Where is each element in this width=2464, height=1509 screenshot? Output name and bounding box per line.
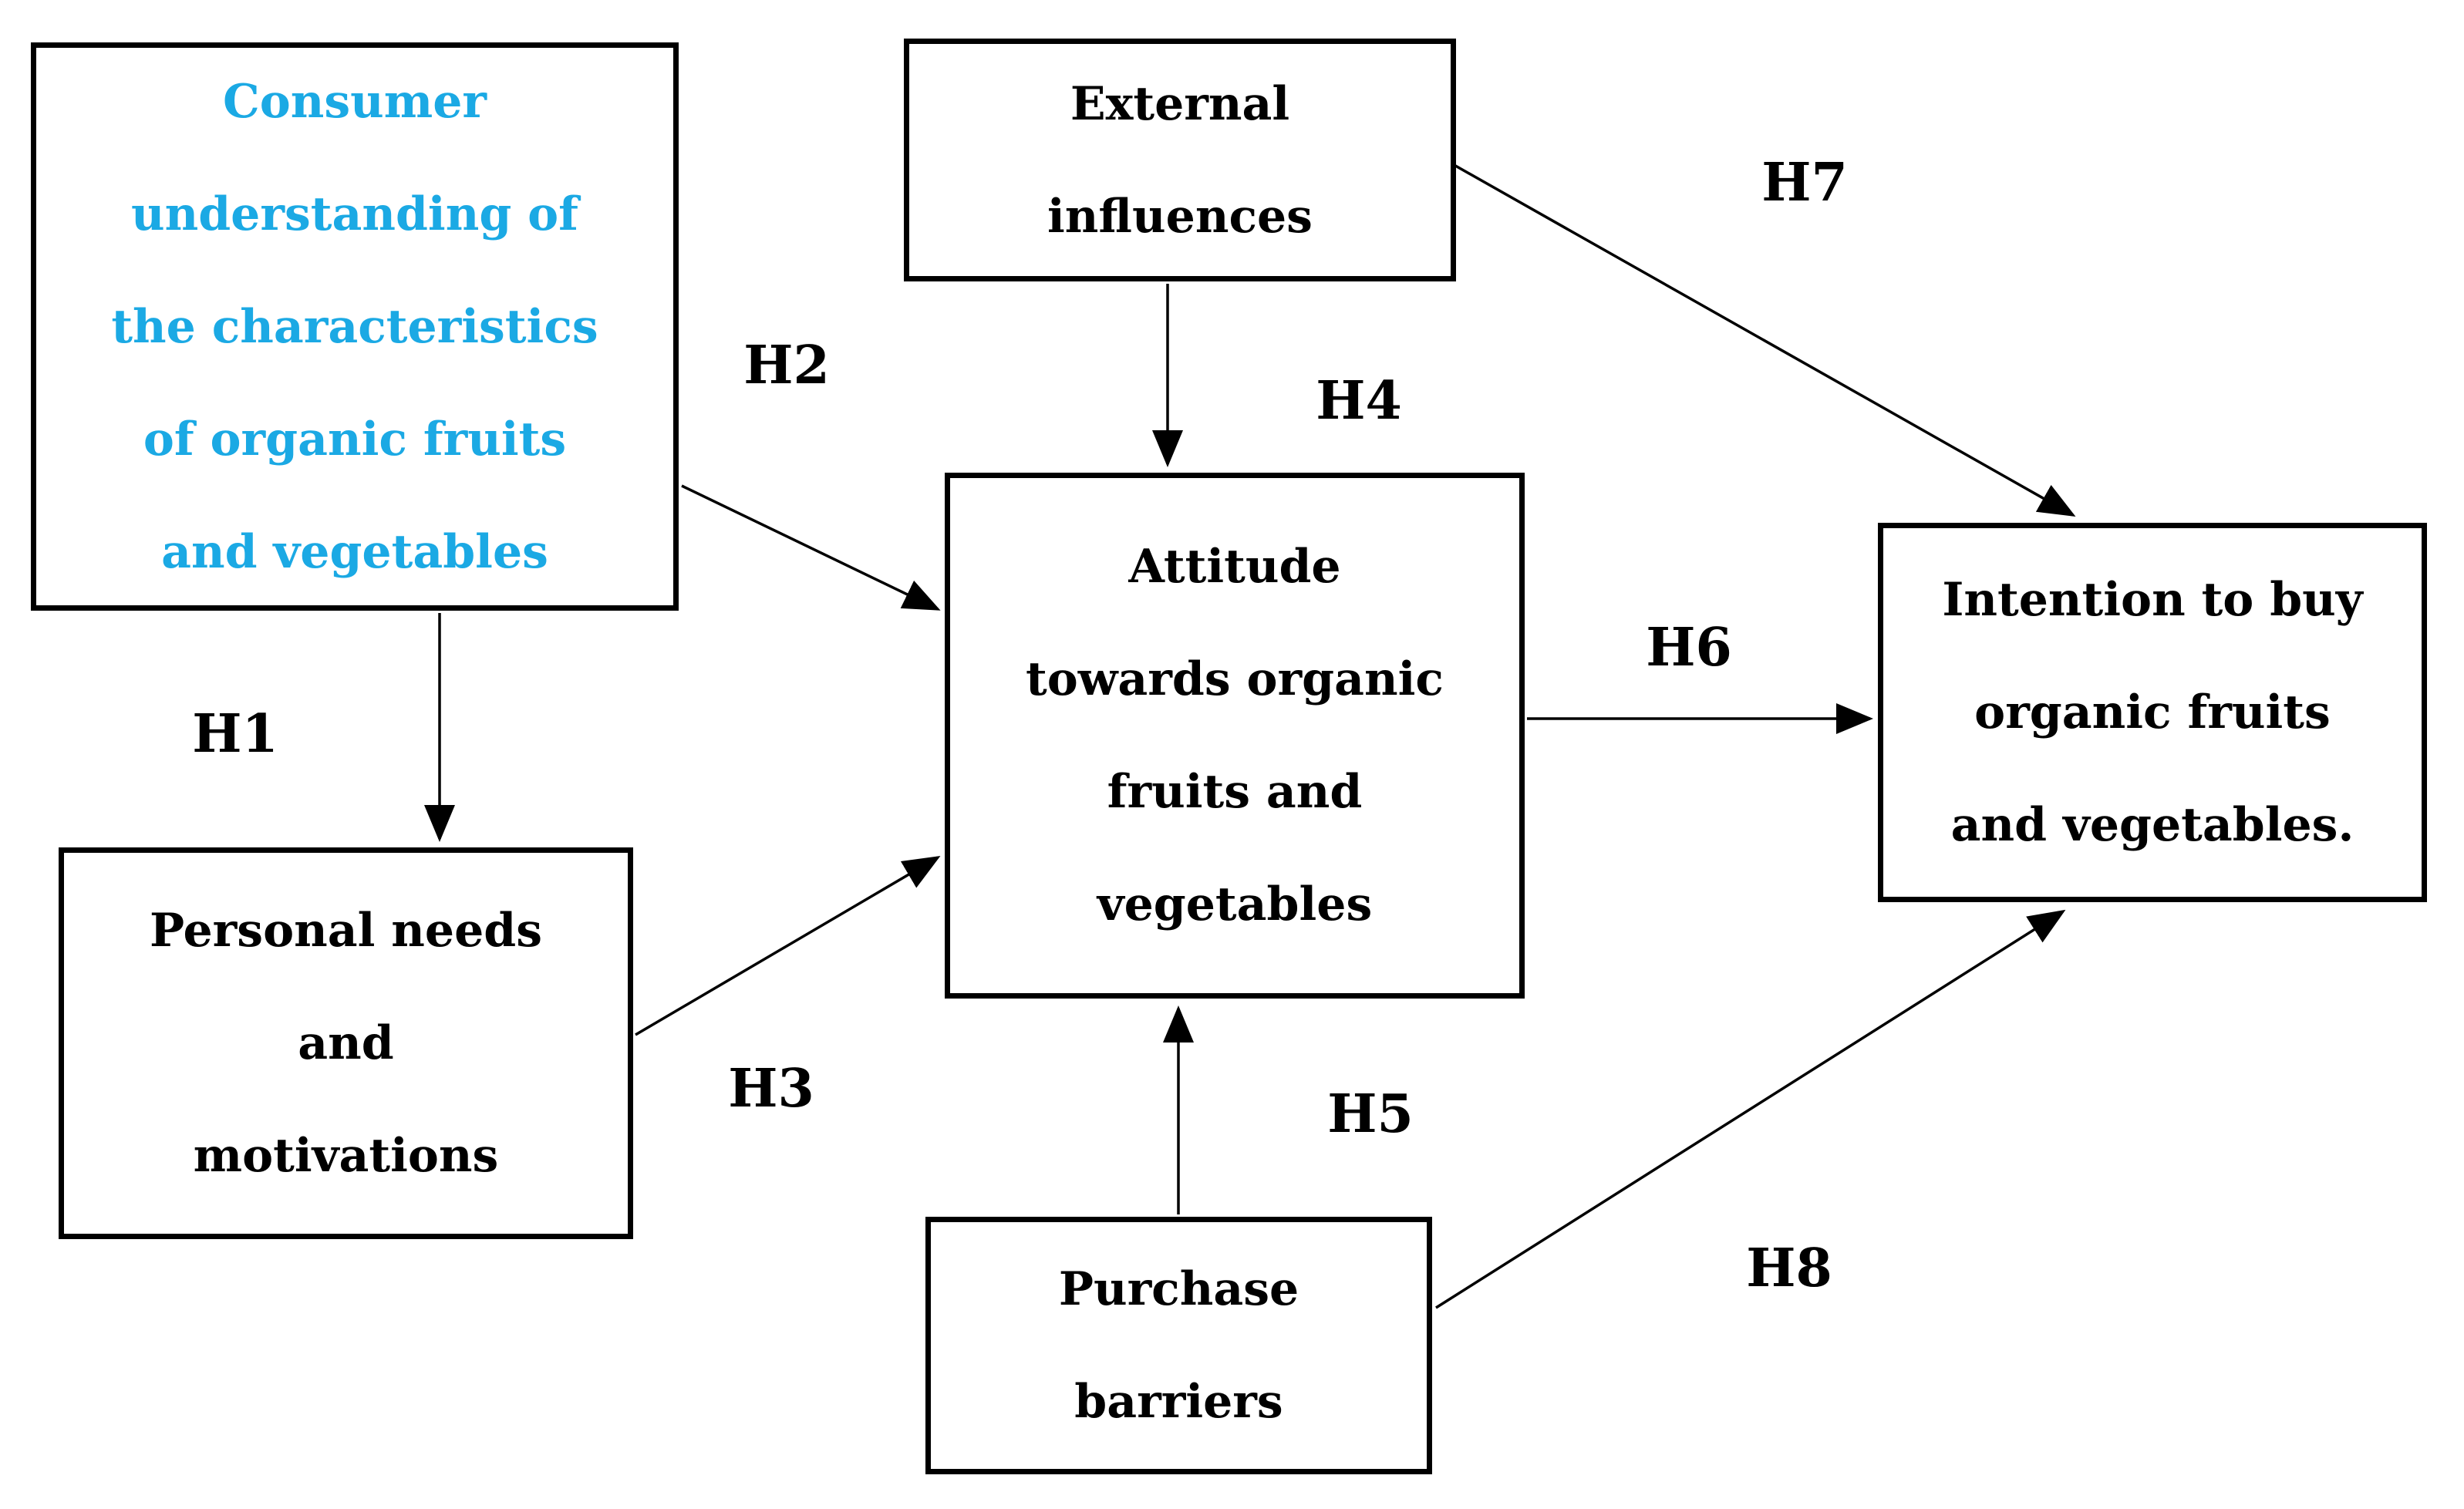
- arrow-h8: [1435, 909, 2066, 1309]
- node-personal-needs-box: Personal needs and motivations: [59, 847, 633, 1239]
- edge-label-h3: H3: [728, 1058, 814, 1120]
- node-attitude-box: Attitude towards organic fruits and vege…: [945, 473, 1525, 999]
- edge-label-h1: H1: [192, 703, 278, 765]
- node-intention-to-buy-label: Intention to buy organic fruits and vege…: [1942, 573, 2363, 852]
- arrow-h2: [681, 484, 941, 611]
- node-personal-needs-label: Personal needs and motivations: [150, 904, 542, 1183]
- node-consumer-understanding-box: Consumer understanding of the characteri…: [31, 42, 679, 611]
- node-purchase-barriers-label: Purchase barriers: [1058, 1262, 1299, 1429]
- edge-label-h4: H4: [1316, 370, 1402, 432]
- edge-label-h6: H6: [1646, 617, 1732, 679]
- edge-label-h7: H7: [1761, 152, 1848, 214]
- node-intention-to-buy-box: Intention to buy organic fruits and vege…: [1878, 523, 2427, 902]
- edge-label-h5: H5: [1327, 1083, 1414, 1145]
- node-external-influences-label: External influences: [1047, 76, 1313, 244]
- node-consumer-understanding-label: Consumer understanding of the characteri…: [111, 74, 598, 579]
- edge-label-h8: H8: [1746, 1238, 1832, 1299]
- arrow-h7: [1451, 162, 2076, 517]
- node-external-influences-box: External influences: [904, 39, 1456, 281]
- edge-label-h2: H2: [743, 335, 830, 396]
- node-purchase-barriers-box: Purchase barriers: [925, 1217, 1432, 1474]
- node-attitude-label: Attitude towards organic fruits and vege…: [1026, 540, 1444, 931]
- arrow-h3: [635, 855, 941, 1036]
